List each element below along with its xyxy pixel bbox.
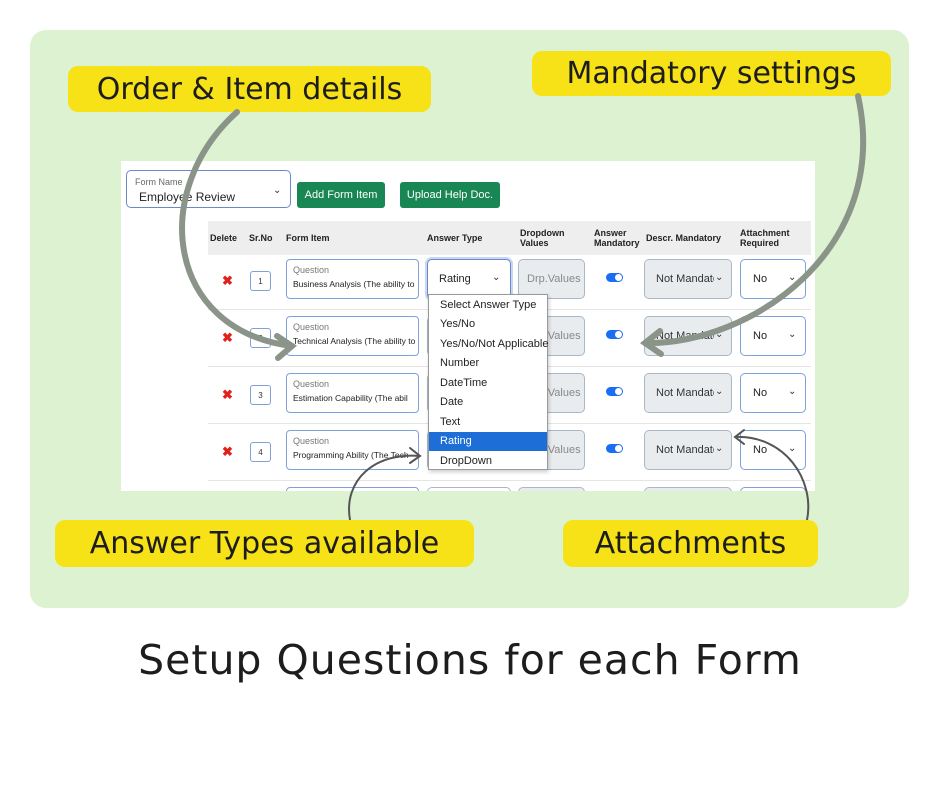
attachment-required-value: No (753, 330, 768, 342)
close-icon[interactable]: ✖ (222, 444, 233, 459)
answer-type-option[interactable]: Yes/No/Not Applicable (440, 337, 549, 350)
answer-type-select[interactable] (427, 487, 511, 491)
form-item-input[interactable]: Question Programming Ability (The Tech (286, 430, 419, 470)
answer-mandatory-toggle[interactable] (606, 273, 623, 282)
header-answer-type: Answer Type (427, 233, 483, 243)
form-item-input[interactable]: Question Technical Analysis (The ability… (286, 316, 419, 356)
header-form-item: Form Item (286, 233, 330, 243)
form-item-input[interactable]: Question Estimation Capability (The abil (286, 373, 419, 413)
table-row: ✖ 3 Question Estimation Capability (The … (208, 367, 811, 424)
answer-type-option[interactable]: Date (440, 396, 464, 409)
descr-mandatory-select[interactable] (644, 487, 732, 491)
attachment-required-select[interactable]: No ⌄ (740, 373, 806, 413)
table-header: Delete Sr.No Form Item Answer Type Dropd… (208, 221, 811, 255)
form-item-value: Business Analysis (The ability to (293, 279, 415, 289)
arrow-mandatory-settings (642, 93, 867, 347)
callout-order-item-details: Order & Item details (68, 66, 431, 112)
arrow-attachments-head (733, 429, 745, 445)
form-item-value: Estimation Capability (The abil (293, 393, 408, 403)
form-item-value: Technical Analysis (The ability to (293, 336, 416, 346)
chevron-down-icon: ⌄ (788, 272, 797, 283)
descr-mandatory-select[interactable]: Not Mandatory ⌄ (644, 373, 732, 413)
answer-type-option[interactable]: DateTime (440, 376, 488, 389)
attachment-required-value: No (753, 273, 768, 285)
form-item-label: Question (293, 379, 330, 389)
srno-input[interactable]: 4 (250, 442, 271, 462)
callout-attachments: Attachments (563, 520, 818, 567)
arrow-order-details-head (274, 333, 297, 361)
chevron-down-icon: ⌄ (715, 272, 724, 283)
callout-answer-types: Answer Types available (55, 520, 474, 567)
callout-mandatory-settings: Mandatory settings (532, 51, 891, 96)
chevron-down-icon: ⌄ (788, 443, 797, 454)
answer-mandatory-toggle[interactable] (606, 444, 623, 453)
srno-input[interactable]: 3 (250, 385, 271, 405)
answer-type-option[interactable]: Number (440, 357, 480, 370)
close-icon[interactable]: ✖ (222, 273, 233, 288)
attachment-required-select[interactable]: No ⌄ (740, 430, 806, 470)
descr-mandatory-value: Not Mandatory (656, 444, 714, 456)
arrow-order-details (179, 109, 295, 349)
answer-mandatory-toggle[interactable] (606, 330, 623, 339)
attachment-required-value: No (753, 387, 768, 399)
chevron-down-icon: ⌄ (273, 185, 282, 196)
form-name-label: Form Name (135, 177, 183, 187)
dropdown-values-input[interactable]: Drp.Values (518, 259, 585, 299)
descr-mandatory-select[interactable]: Not Mandatory ⌄ (644, 430, 732, 470)
chevron-down-icon: ⌄ (715, 443, 724, 454)
arrow-attachments (734, 435, 810, 521)
descr-mandatory-value: Not Mandatory (656, 387, 714, 399)
upload-help-doc-button[interactable]: Upload Help Doc. (400, 182, 500, 208)
add-form-item-button[interactable]: Add Form Item (297, 182, 385, 208)
answer-type-option[interactable]: Select Answer Type (440, 298, 537, 311)
attachment-required-value: No (753, 444, 768, 456)
header-delete: Delete (210, 233, 238, 243)
dropdown-values-input[interactable] (518, 487, 585, 491)
chevron-down-icon: ⌄ (715, 329, 724, 340)
header-attachment-required: Attachment Required (740, 228, 790, 248)
chevron-down-icon: ⌄ (715, 386, 724, 397)
answer-mandatory-toggle[interactable] (606, 387, 623, 396)
form-item-label: Question (293, 322, 330, 332)
arrow-answer-types-head (409, 447, 422, 464)
form-item-value: Programming Ability (The Tech (293, 450, 409, 460)
close-icon[interactable]: ✖ (222, 330, 233, 345)
answer-type-option[interactable]: Yes/No (440, 318, 476, 331)
srno-input[interactable]: 1 (250, 271, 271, 291)
answer-type-option[interactable]: DropDown (440, 454, 492, 467)
answer-type-select[interactable]: Rating ⌄ (427, 259, 511, 299)
attachment-required-select[interactable]: No ⌄ (740, 316, 806, 356)
header-answer-mandatory: Answer Mandatory (594, 228, 640, 248)
form-item-label: Question (293, 436, 330, 446)
header-descr-mandatory: Descr. Mandatory (646, 233, 722, 243)
attachment-required-select[interactable]: No ⌄ (740, 259, 806, 299)
form-item-input[interactable]: Question Business Analysis (The ability … (286, 259, 419, 299)
header-srno: Sr.No (249, 233, 273, 243)
descr-mandatory-value: Not Mandatory (656, 273, 714, 285)
answer-type-listbox: Select Answer Type Yes/No Yes/No/Not App… (428, 294, 548, 470)
chevron-down-icon: ⌄ (492, 272, 501, 283)
answer-type-value: Rating (439, 273, 471, 285)
form-item-label: Question (293, 265, 330, 275)
page-caption: Setup Questions for each Form (138, 636, 802, 684)
close-icon[interactable]: ✖ (222, 387, 233, 402)
chevron-down-icon: ⌄ (788, 386, 797, 397)
answer-type-option[interactable]: Text (440, 415, 461, 428)
answer-type-option-selected[interactable]: Rating (429, 431, 547, 451)
chevron-down-icon: ⌄ (788, 329, 797, 340)
header-dropdown-values: Dropdown Values (520, 228, 565, 248)
arrow-mandatory-settings-head (639, 328, 664, 357)
arrow-answer-types (348, 454, 421, 521)
descr-mandatory-select[interactable]: Not Mandatory ⌄ (644, 259, 732, 299)
